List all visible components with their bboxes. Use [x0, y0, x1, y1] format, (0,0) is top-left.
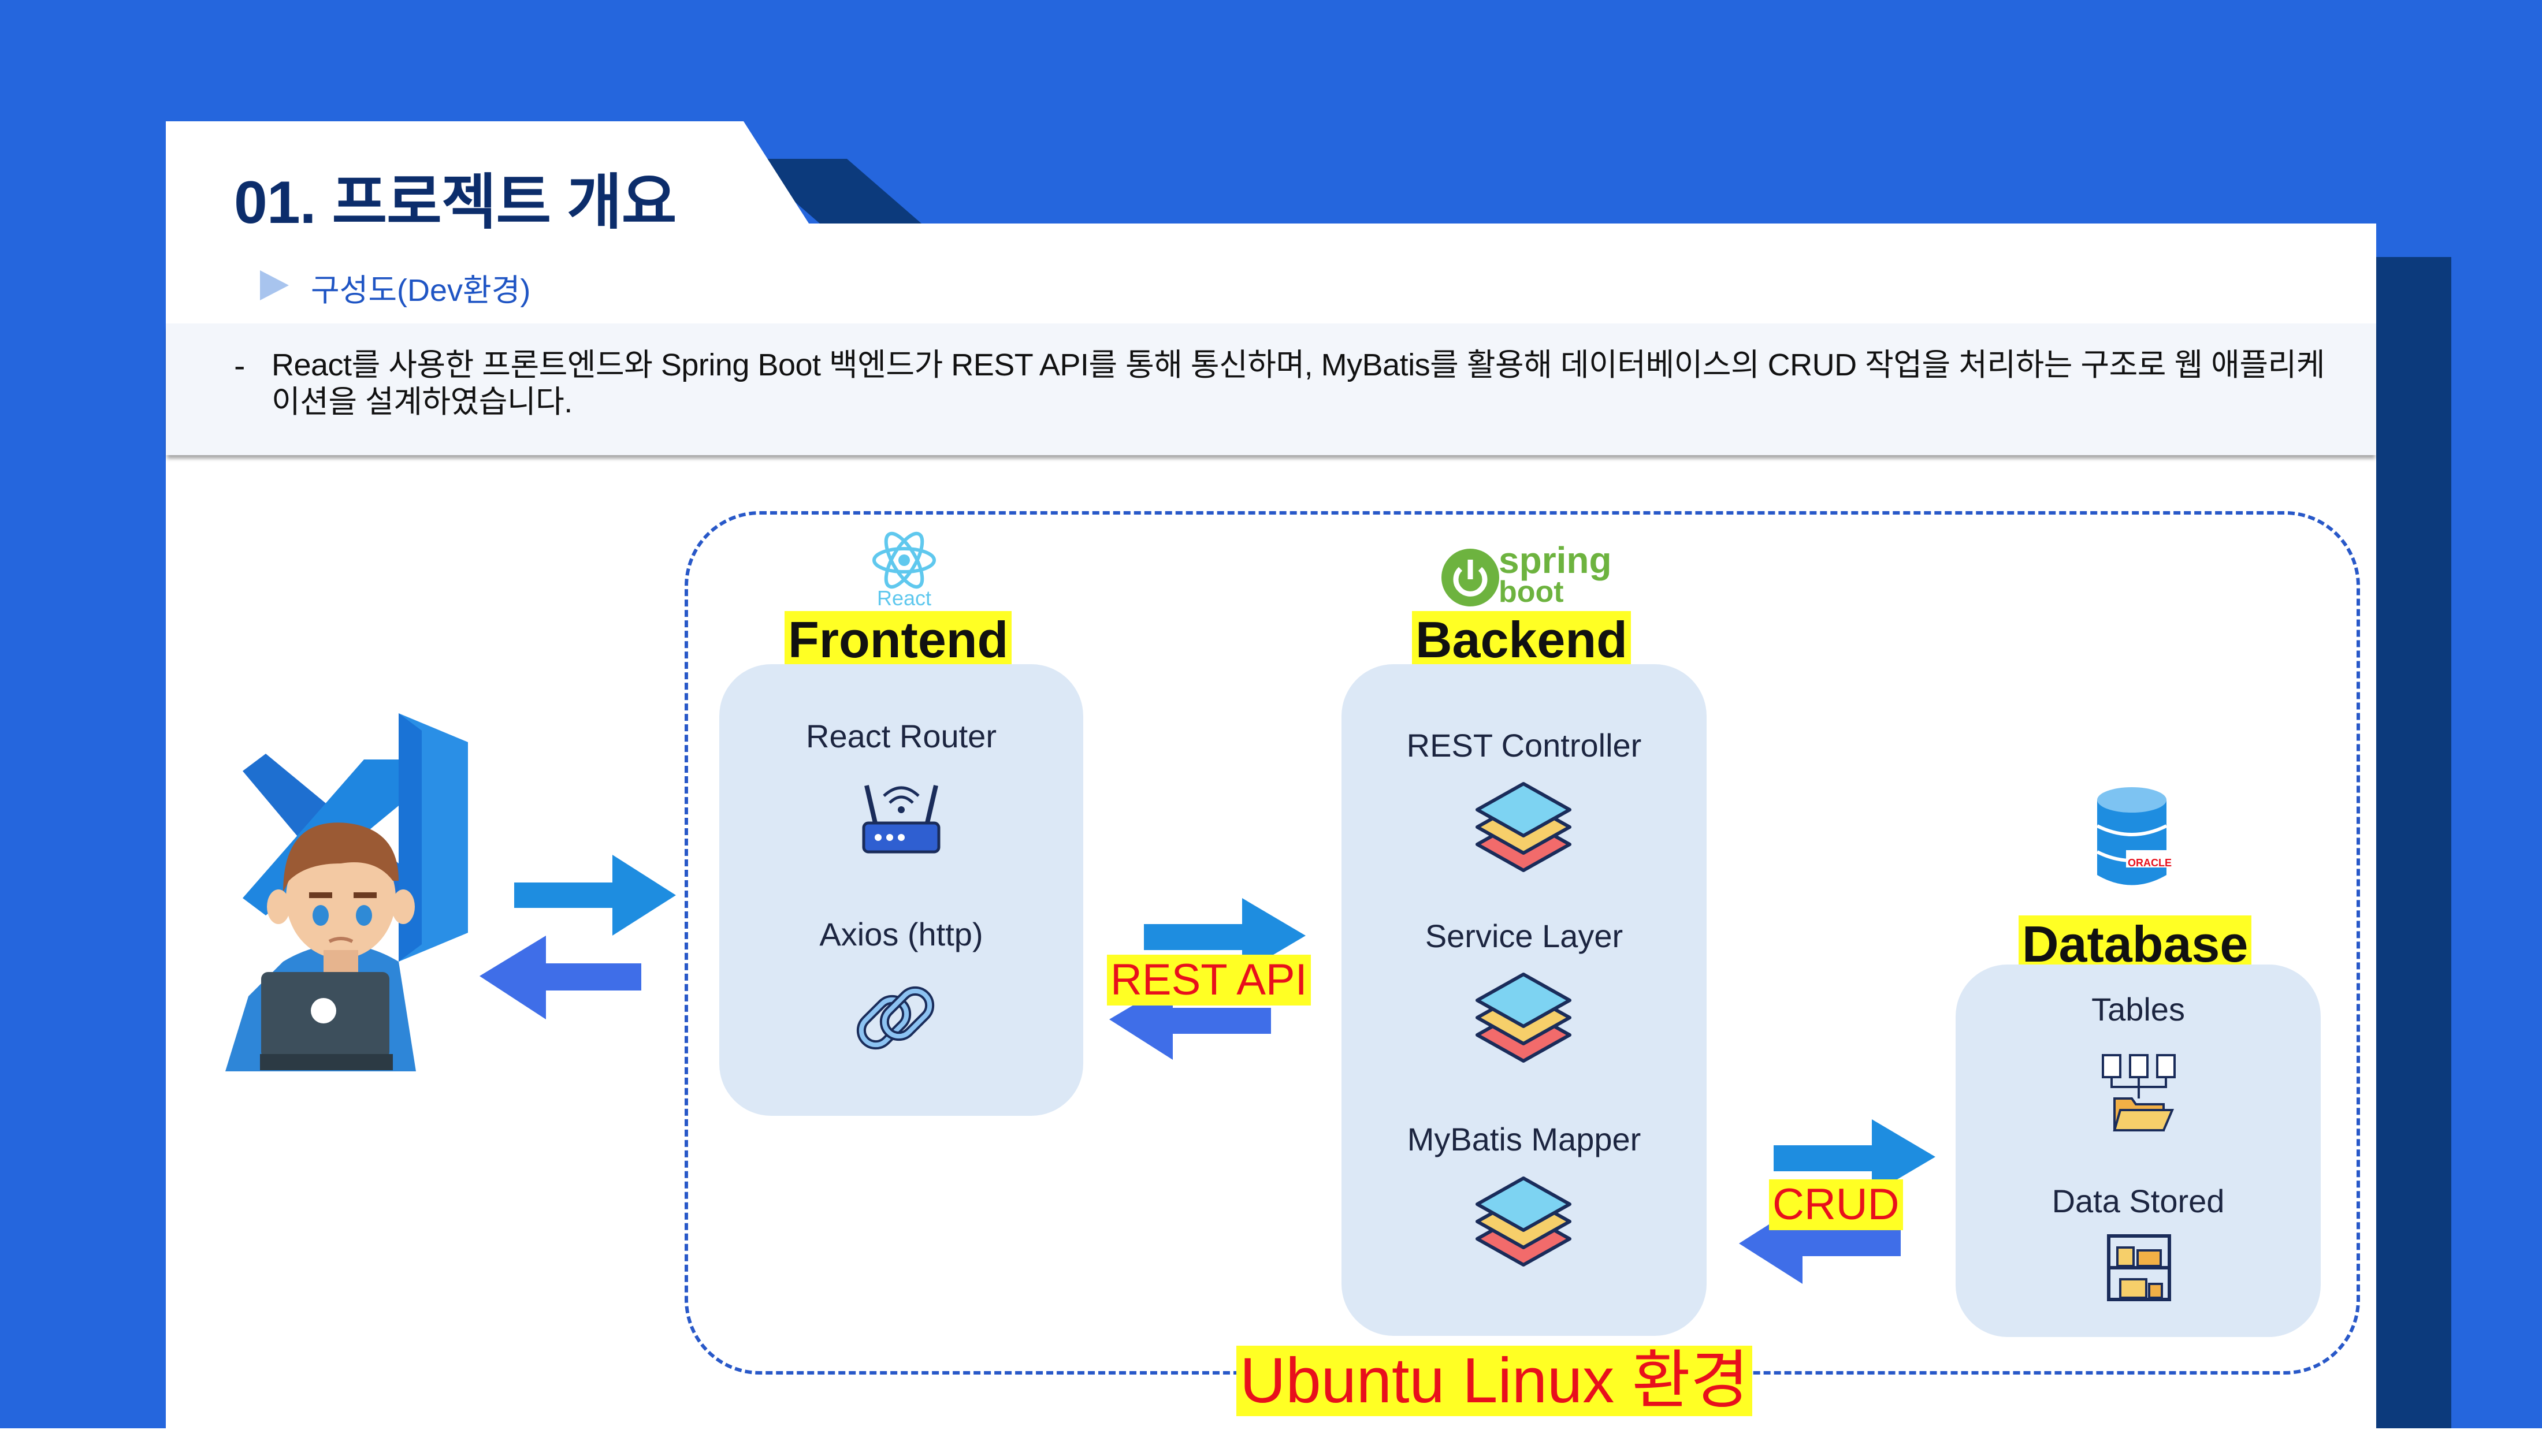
frontend-title: Frontend — [785, 611, 1012, 669]
router-icon — [862, 785, 941, 854]
section-subtitle: 구성도(Dev환경) — [311, 273, 531, 308]
database-item-tables: Tables — [2091, 991, 2185, 1027]
layers-icon — [1476, 1176, 1571, 1267]
right-accent-bar — [2376, 257, 2451, 1428]
database-card — [1956, 965, 2321, 1337]
frontend-item-router: React Router — [806, 718, 997, 754]
laptop-icon — [260, 972, 393, 1070]
oracle-database-icon — [2096, 787, 2169, 885]
crud-label: CRUD — [1769, 1179, 1903, 1230]
backend-title: Backend — [1412, 611, 1631, 669]
shelf-storage-icon — [2107, 1234, 2171, 1301]
oracle-logo-text: ORACLE — [2128, 857, 2172, 869]
bottom-strip — [0, 1428, 2542, 1456]
boot-logo-text: boot — [1499, 575, 1564, 609]
database-title: Database — [2019, 915, 2252, 973]
layers-icon — [1476, 973, 1571, 1063]
backend-item-service: Service Layer — [1425, 918, 1623, 954]
rest-api-label: REST API — [1107, 955, 1311, 1006]
spring-boot-logo-icon — [1441, 549, 1499, 606]
react-logo-text: React — [876, 586, 932, 610]
database-item-stored: Data Stored — [2052, 1183, 2225, 1219]
backend-item-controller: REST Controller — [1406, 727, 1642, 764]
backend-item-mapper: MyBatis Mapper — [1407, 1121, 1641, 1157]
title-tab — [166, 121, 810, 225]
files-folder-icon — [2102, 1054, 2176, 1131]
description-text: React를 사용한 프론트엔드와 Spring Boot 백엔드가 REST … — [272, 348, 2325, 419]
page-title: 01. 프로젝트 개요 — [234, 169, 677, 236]
chain-link-icon — [856, 986, 935, 1050]
triangle-bullet-icon — [260, 270, 289, 300]
description-box — [166, 323, 2376, 455]
spring-logo-text: spring — [1499, 539, 1612, 581]
environment-label: Ubuntu Linux 환경 — [1236, 1346, 1753, 1416]
layers-icon — [1476, 782, 1571, 872]
developer-illustration — [225, 713, 468, 1071]
double-arrow-icon — [480, 855, 676, 1019]
react-logo-icon — [872, 531, 936, 589]
frontend-item-axios: Axios (http) — [819, 916, 983, 952]
description-bullet: - — [234, 348, 246, 384]
